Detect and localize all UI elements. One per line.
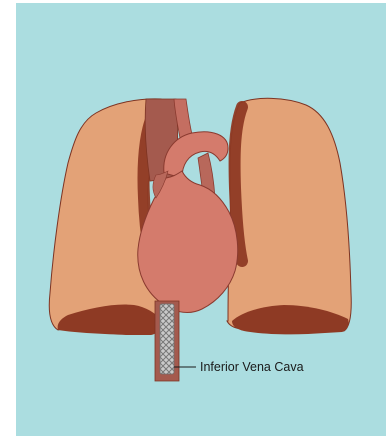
- heart-lungs-diagram: Inferior Vena Cava: [16, 3, 386, 436]
- ivc-label: Inferior Vena Cava: [200, 360, 304, 374]
- diagram-panel: Inferior Vena Cava: [16, 3, 386, 436]
- mesh-filter-icon: [160, 304, 174, 374]
